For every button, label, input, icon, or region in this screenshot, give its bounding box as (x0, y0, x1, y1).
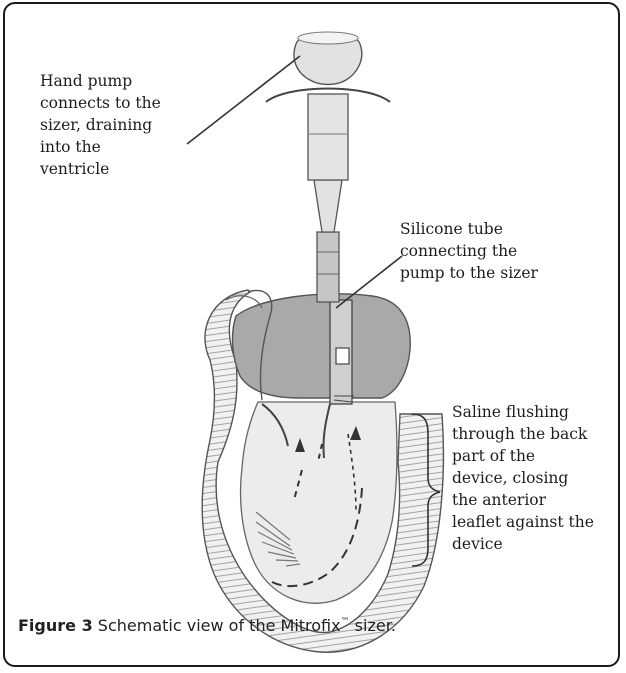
sizer-tip (336, 348, 349, 364)
hand-pump-leader (187, 56, 300, 144)
label-hand-pump: Hand pump connects to the sizer, drainin… (40, 70, 190, 180)
left-atrium (233, 294, 411, 398)
figure-number: Figure 3 (18, 616, 93, 635)
pump-nozzle (314, 180, 342, 232)
left-ventricle-cavity (241, 402, 397, 603)
caption-text-end: sizer. (350, 616, 396, 635)
figure-caption: Figure 3 Schematic view of the Mitrofix™… (18, 616, 396, 635)
caption-text: Schematic view of the Mitrofix (98, 616, 341, 635)
pump-barrel (308, 94, 348, 180)
label-silicone-tube: Silicone tube connecting the pump to the… (400, 218, 590, 284)
trademark-symbol: ™ (341, 617, 350, 627)
label-saline-flushing: Saline flushing through the back part of… (452, 401, 617, 555)
silicone-tube (317, 232, 339, 302)
